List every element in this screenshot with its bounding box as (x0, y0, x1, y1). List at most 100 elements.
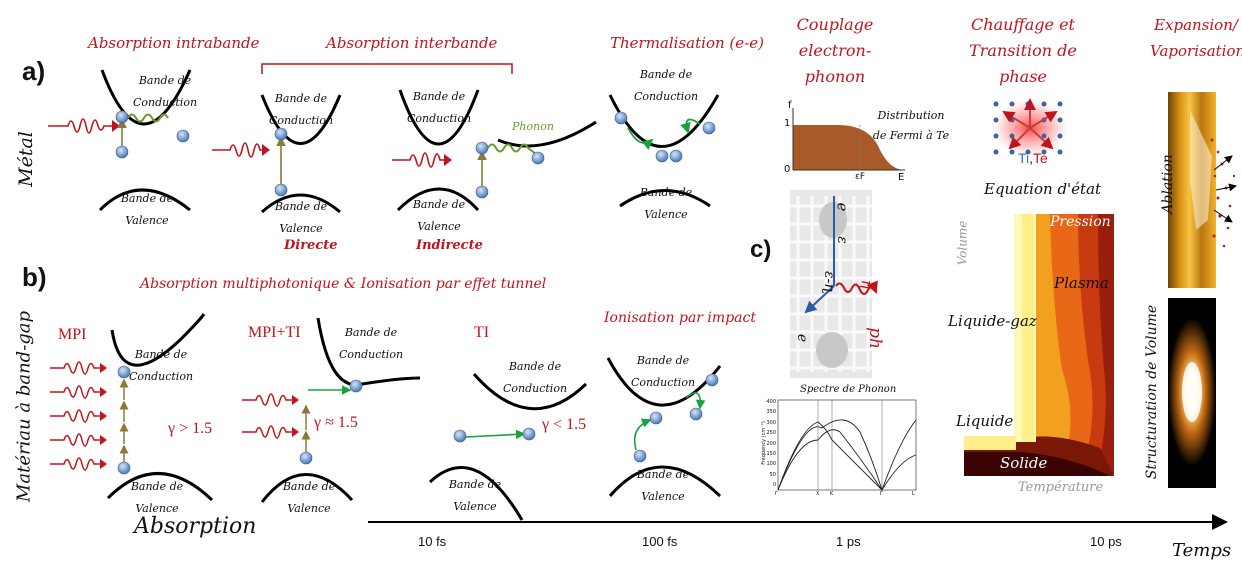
eos-volume: Volume (955, 220, 970, 266)
panel-label-b: b) (22, 262, 47, 292)
vb-line1: Bande de (412, 198, 466, 211)
cb-line2: Conduction (268, 114, 334, 127)
label-mpi-ti: MPI+TI (248, 324, 301, 341)
vb-line2: Valence (135, 502, 179, 515)
ytick: 250 (766, 430, 776, 437)
header-coupling: Couplage electron-phonon (780, 12, 890, 90)
scatter-eps: ε (833, 236, 850, 244)
vb-label-mpi: Bande de Valence (120, 476, 194, 520)
band-curves-b (106, 313, 722, 521)
ytick: 200 (766, 440, 776, 447)
time-tick-1ps: 1 ps (836, 534, 861, 549)
vb-line1: Bande de (639, 186, 693, 199)
phonon-wiggle-indirect (487, 143, 537, 155)
cb-line2: Conduction (630, 376, 696, 389)
phonon-wiggle-intra (127, 113, 169, 123)
ablation-image (1168, 92, 1240, 288)
pulse-heads-b (100, 363, 299, 469)
vb-line1: Bande de (130, 480, 184, 493)
time-tick-10fs: 10 fs (418, 534, 447, 549)
eos-temperature: Température (1018, 480, 1104, 495)
cb-line1: Bande de (508, 360, 562, 373)
vb-line2: Valence (641, 490, 685, 503)
header-impact: Ionisation par impact (604, 310, 756, 326)
eos-liquid-gas: Liquide-gaz (948, 312, 1037, 330)
fermi-plot (792, 108, 905, 172)
scatter-n: ɳ (858, 279, 877, 291)
keldysh-mpi: γ > 1.5 (168, 420, 213, 437)
scatter-ph: ph (864, 327, 885, 349)
vb-line2: Valence (453, 500, 497, 513)
eos-title: Equation d'état (984, 180, 1102, 198)
volume-structuring-image (1168, 298, 1216, 488)
cb-line2: Conduction (633, 90, 699, 103)
tunnel-arrows (308, 385, 526, 440)
phonon-spectrum-yticks: 400 350 300 250 200 150 100 50 0 (764, 397, 776, 491)
fermi-f-axis: f (788, 100, 792, 111)
transitions-a (117, 118, 487, 190)
phonon-xtick-k: K (830, 491, 834, 497)
vb-line2: Valence (125, 214, 169, 227)
phonon-xtick-g1: Γ (775, 491, 778, 497)
vb-line1: Bande de (448, 478, 502, 491)
header-intraband: Absorption intrabande (88, 34, 260, 52)
cb-label-intra: Bande de Conduction (130, 70, 200, 114)
label-mpi: MPI (58, 326, 87, 343)
label-volume-structuring: Structuration de Volume (1144, 304, 1160, 480)
time-tick-100fs: 100 fs (642, 534, 678, 549)
pulse-heads-a (112, 120, 452, 166)
electrons-a (115, 110, 716, 199)
cb-line2: Conduction (132, 96, 198, 109)
vb-line2: Valence (417, 220, 461, 233)
ytick: 150 (766, 451, 776, 458)
vb-label-indirect: Bande de Valence (404, 194, 474, 238)
laser-pulses-b (50, 361, 292, 471)
cb-line1: Bande de (138, 74, 192, 87)
ytick: 100 (766, 461, 776, 468)
vb-line2: Valence (279, 222, 323, 235)
cb-line1: Bande de (636, 354, 690, 367)
eos-liquid: Liquide (956, 412, 1014, 430)
cb-label-direct: Bande de Conduction (266, 88, 336, 132)
time-tick-10ps: 10 ps (1090, 534, 1122, 549)
phonon-scatter-picture (790, 190, 878, 378)
heated-lattice (988, 96, 1072, 160)
keldysh-mpi-ti: γ ≈ 1.5 (314, 414, 358, 431)
time-axis-label: Temps (1172, 540, 1232, 561)
header-heating: Chauffage et Transition de phase (948, 12, 1098, 90)
ytick: 400 (766, 399, 776, 405)
thermal-arrows (627, 118, 701, 150)
fermi-label-line1: Distribution (877, 109, 945, 122)
ytick: 300 (766, 419, 776, 426)
phonon-xtick-x: X (816, 491, 820, 497)
interband-bracket (261, 63, 513, 74)
lattice-temp-label: Ti,Te (1018, 150, 1048, 166)
band-curves-a (98, 69, 720, 214)
cb-line1: Bande de (639, 68, 693, 81)
label-absorption: Absorption (134, 514, 257, 539)
cb-line1: Bande de (344, 326, 398, 339)
cb-line1: Bande de (274, 92, 328, 105)
label-ablation: Ablation (1160, 154, 1176, 214)
vb-label-thermal: Bande de Valence (626, 182, 706, 226)
fermi-label-line2: de Fermi à Te (872, 129, 950, 142)
electrons-b (117, 365, 719, 475)
cb-label-impact: Bande de Conduction (626, 350, 700, 394)
label-ti: TI (474, 324, 490, 341)
vb-line2: Valence (644, 208, 688, 221)
mpi-ladder (119, 378, 311, 466)
fermi-one: 1 (784, 118, 791, 129)
phonon-xtick-g2: Γ (880, 491, 883, 497)
header-multiphoton: Absorption multiphotonique & Ionisation … (140, 276, 547, 292)
panel-label-a: a) (22, 56, 46, 86)
header-interband: Absorption interbande (326, 34, 498, 52)
label-indirect: Indirecte (416, 238, 483, 253)
keldysh-ti: γ < 1.5 (542, 416, 587, 433)
phonon-label: Phonon (512, 120, 554, 133)
label-direct: Directe (284, 238, 338, 253)
phonon-spectrum-title: Spectre de Phonon (800, 384, 897, 395)
